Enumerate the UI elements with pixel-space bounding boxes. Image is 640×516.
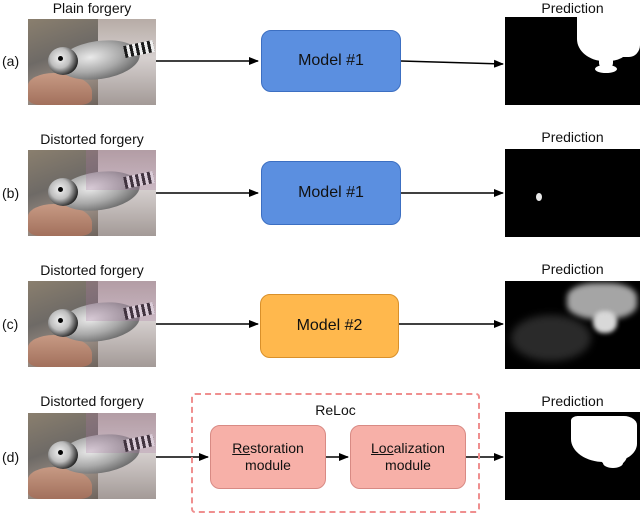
prediction-mask-d xyxy=(505,412,640,500)
output-caption-d: Prediction xyxy=(541,393,604,409)
reloc-title: ReLoc xyxy=(315,402,356,418)
input-caption-b: Distorted forgery xyxy=(40,131,144,147)
row-label-b: (b) xyxy=(2,185,20,201)
input-image-b xyxy=(28,150,156,236)
restoration-module: Restoration module xyxy=(210,425,326,489)
prediction-mask-c xyxy=(505,281,640,369)
output-caption-c: Prediction xyxy=(541,261,604,277)
localization-module-line1: Localization xyxy=(371,440,445,456)
output-caption-b: Prediction xyxy=(541,129,604,145)
restoration-module-line2: module xyxy=(245,457,291,473)
model-2-box: Model #2 xyxy=(260,294,399,358)
row-label-a: (a) xyxy=(2,53,20,69)
input-caption-c: Distorted forgery xyxy=(40,262,144,278)
output-caption-a: Prediction xyxy=(541,0,604,16)
model-1-box-b: Model #1 xyxy=(261,161,401,225)
localization-module: Localization module xyxy=(350,425,466,489)
input-caption-a: Plain forgery xyxy=(52,0,132,16)
prediction-mask-b xyxy=(505,149,640,237)
localization-module-line2: module xyxy=(385,457,431,473)
input-image-d xyxy=(28,413,156,499)
prediction-mask-a xyxy=(505,17,640,105)
input-image-a xyxy=(28,19,156,105)
arrow-a-output xyxy=(400,59,504,68)
restoration-module-line1: Restoration xyxy=(232,440,304,456)
reloc-container xyxy=(191,393,480,513)
model-1-box-a: Model #1 xyxy=(261,30,401,92)
input-caption-d: Distorted forgery xyxy=(40,393,144,409)
row-label-c: (c) xyxy=(2,316,19,332)
row-label-d: (d) xyxy=(2,449,20,465)
input-image-c xyxy=(28,281,156,367)
